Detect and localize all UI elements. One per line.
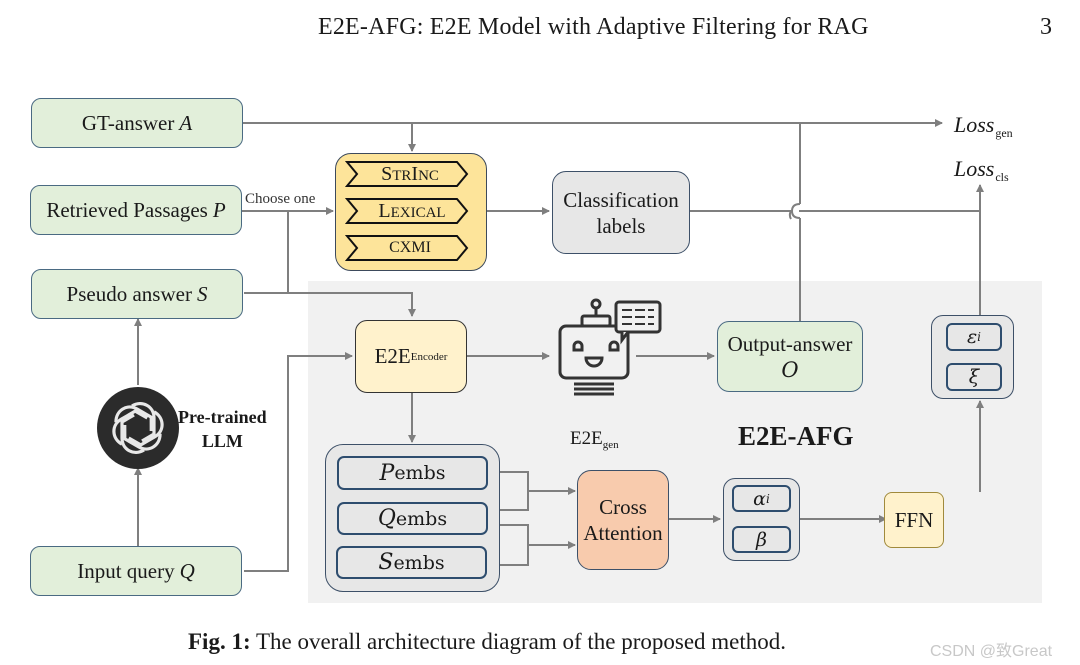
classification-line2: labels (596, 213, 646, 238)
output-answer-label: Output-answer (727, 331, 853, 356)
watermark: CSDN @致Great (930, 643, 1053, 660)
llm-label: Pre-trained LLM (178, 405, 267, 453)
epsilon-symbol: ε (966, 326, 978, 348)
arrow-query-to-encoder (244, 352, 353, 572)
gt-answer-symbol: A (179, 110, 193, 135)
metric-lexical: LEXICAL (360, 200, 464, 223)
alpha-subscript: i (766, 491, 770, 506)
llm-label-line1: Pre-trained (178, 407, 267, 427)
pseudo-answer-symbol: S (196, 281, 208, 306)
loss-cls: Losscls (954, 156, 1009, 185)
line-p-q-to-cross (488, 471, 575, 511)
generator-base: E2E (570, 428, 603, 449)
gt-answer-label: GT-answer (81, 110, 175, 135)
chevron-strinc-icon (345, 161, 469, 187)
caption-label: Fig. 1: (188, 629, 251, 654)
beta-symbol: β (756, 528, 767, 551)
xi-symbol: ξ (968, 366, 980, 388)
s-embs-sub: embs (393, 551, 445, 574)
arrow-pseudo-to-encoder (244, 292, 416, 317)
output-answer-box: Output-answer O (717, 321, 863, 392)
metric-lexical-cap: L (378, 200, 391, 222)
retrieved-passages-symbol: P (212, 197, 226, 222)
encoder-sub: Encoder (410, 350, 448, 363)
input-query-symbol: Q (179, 558, 195, 583)
p-embs-symbol: P (379, 460, 395, 486)
p-embs-sub: embs (394, 462, 446, 484)
line-classification-to-loss-cls (690, 210, 980, 220)
input-query-label: Input query (77, 558, 175, 583)
metric-strinc-sc1: TR (392, 168, 412, 184)
caption-text: The overall architecture diagram of the … (250, 629, 787, 654)
pseudo-answer-label: Pseudo answer (66, 281, 192, 306)
loss-gen-sub: gen (995, 126, 1013, 140)
classification-line1: Classification (563, 187, 679, 212)
metric-cxmi: CXMI (389, 239, 431, 256)
cross-attention-line1: Cross (599, 495, 647, 519)
metric-lexical-sc: EXICAL (390, 205, 446, 221)
cross-attention-line2: Attention (583, 521, 663, 545)
generator-label: E2Egen (570, 428, 619, 451)
choose-one-label: Choose one (245, 191, 316, 207)
output-answer-symbol: O (781, 357, 799, 382)
beta-box: β (732, 526, 791, 553)
line-q-s-to-cross (488, 524, 575, 566)
epsilon-subscript: i (977, 330, 982, 344)
loss-gen-base: Loss (954, 112, 995, 137)
alpha-symbol: α (753, 487, 766, 510)
generator-sub: gen (602, 439, 619, 451)
running-header: E2E-AFG: E2E Model with Adaptive Filteri… (318, 14, 869, 40)
loss-cls-sub: cls (995, 170, 1009, 184)
encoder-base: E2E (374, 344, 411, 368)
q-embs-symbol: Q (377, 506, 396, 531)
chevron-lexical-icon (345, 198, 469, 224)
metric-strinc-cap2: I (411, 163, 419, 185)
chevron-cxmi-icon (345, 235, 469, 261)
loss-cls-base: Loss (954, 156, 995, 181)
metric-strinc-sc2: NC (418, 168, 439, 184)
ffn-box: FFN (884, 492, 944, 548)
cross-attention-box: Cross Attention (577, 470, 669, 570)
page-number: 3 (1040, 14, 1052, 40)
xi-box: ξ (946, 363, 1002, 391)
llm-label-line2: LLM (201, 431, 243, 451)
robot-chat-icon (558, 298, 662, 396)
e2e-afg-title: E2E-AFG (738, 421, 854, 451)
metric-strinc-cap1: S (381, 163, 393, 185)
figure-caption: Fig. 1: The overall architecture diagram… (188, 629, 786, 655)
classification-labels-box: Classification labels (552, 171, 690, 254)
q-embs-sub: embs (395, 507, 448, 530)
openai-logo-icon (97, 387, 179, 469)
loss-gen: Lossgen (954, 112, 1013, 141)
metric-chevrons (345, 161, 469, 261)
retrieved-passages-label: Retrieved Passages (46, 197, 208, 222)
metric-strinc: STRINC (360, 163, 460, 186)
s-embs-symbol: S (378, 550, 394, 575)
